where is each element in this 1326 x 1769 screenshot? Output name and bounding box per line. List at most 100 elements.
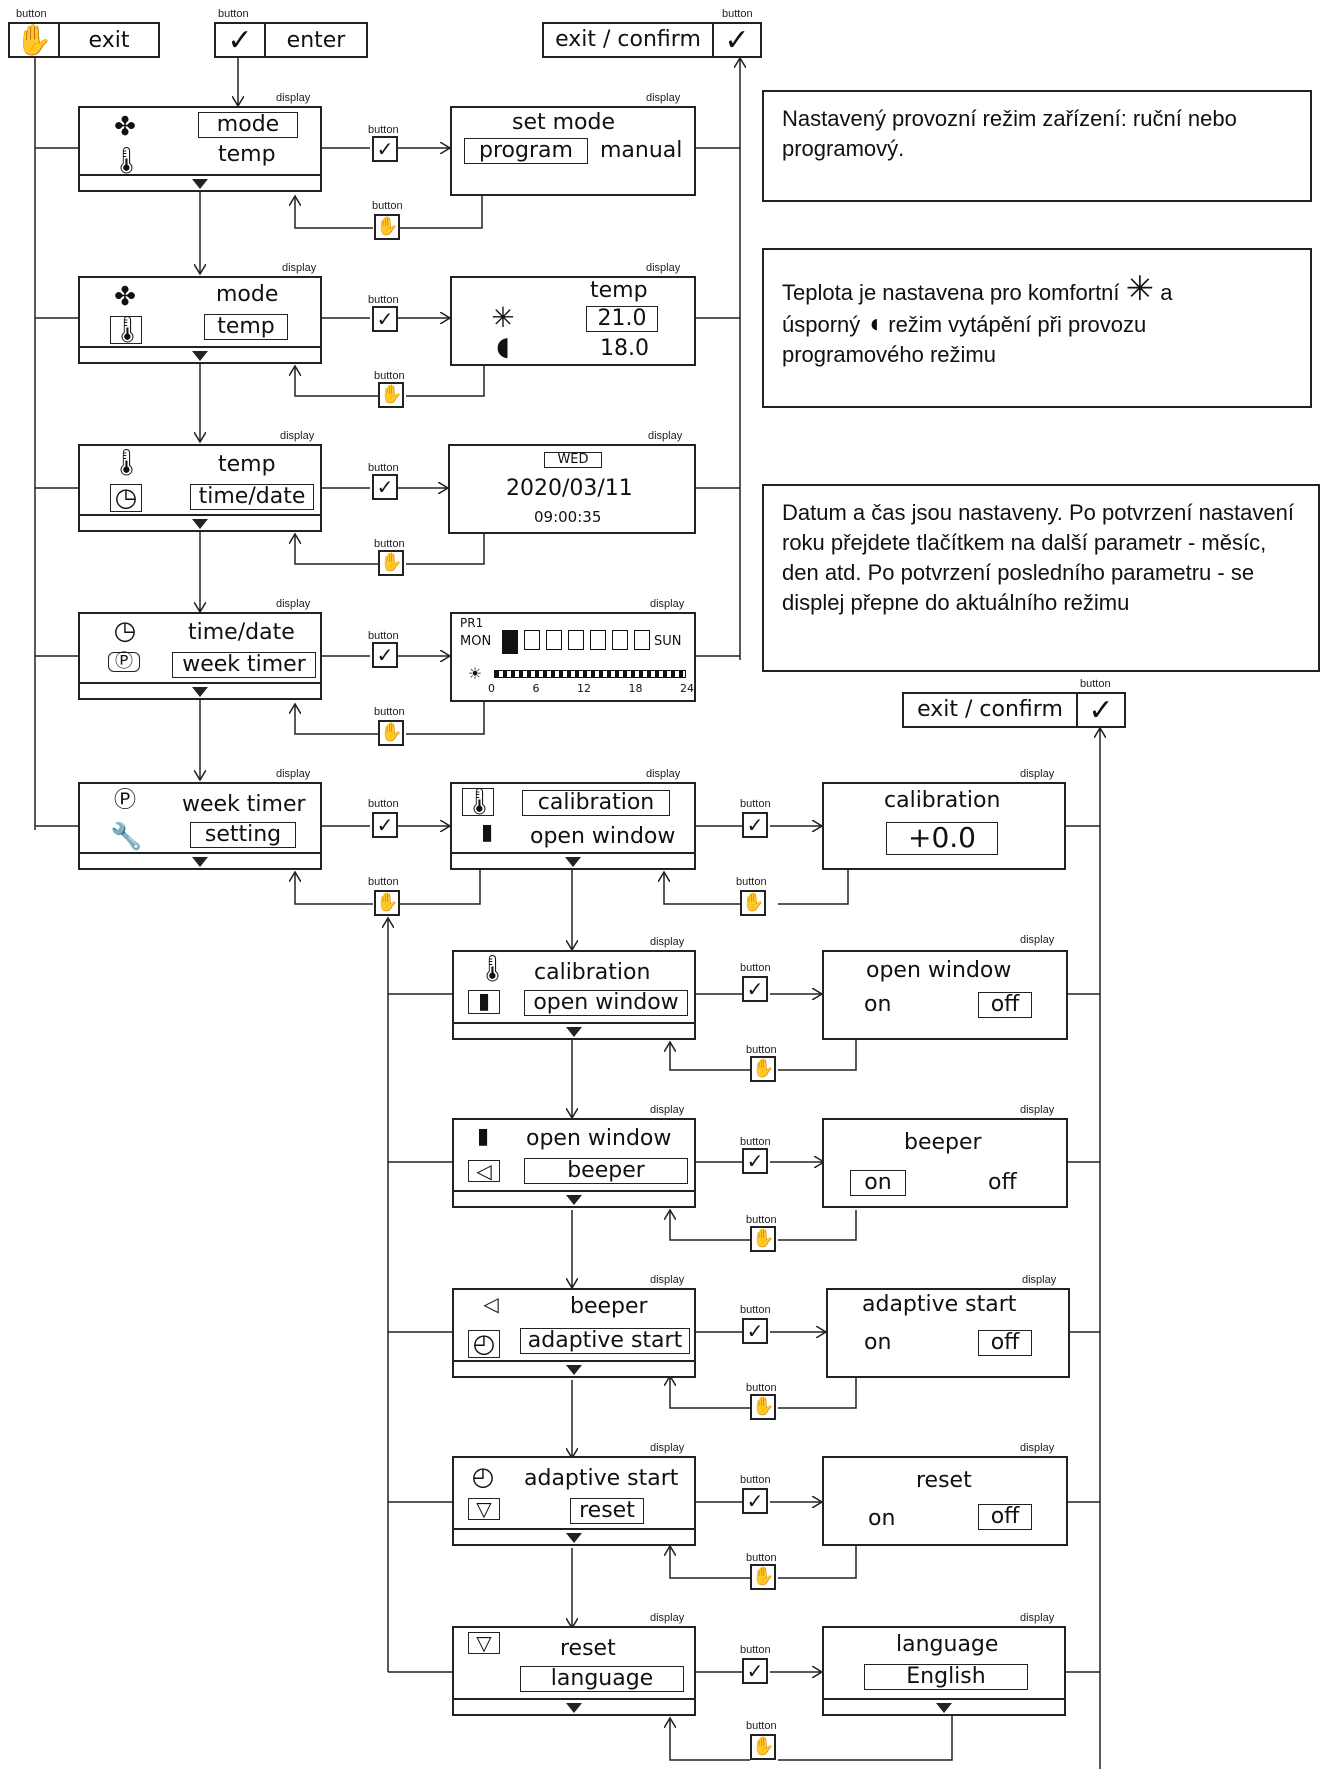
display-calibration-value: calibration +0.0 bbox=[822, 782, 1066, 870]
menu-item: beeper bbox=[570, 1294, 648, 1319]
hand-icon[interactable]: ✋ bbox=[378, 720, 404, 746]
adaptive-clock-icon: ◴ bbox=[468, 1330, 500, 1358]
hand-icon[interactable]: ✋ bbox=[750, 1734, 776, 1760]
menu-item-selected: open window bbox=[524, 990, 688, 1017]
option-title: reset bbox=[916, 1468, 972, 1493]
display-bar bbox=[454, 1022, 694, 1038]
display-date: WED 2020/03/11 09:00:35 bbox=[448, 444, 696, 534]
option-title: beeper bbox=[904, 1130, 982, 1155]
display-caption: display bbox=[648, 430, 683, 442]
hand-icon[interactable]: ✋ bbox=[374, 890, 400, 916]
thermometer-icon: 🌡 bbox=[462, 787, 497, 817]
date-day: WED bbox=[544, 452, 602, 469]
hand-icon[interactable]: ✋ bbox=[750, 1056, 776, 1082]
note-temp-text: režim vytápění při provozu programového … bbox=[782, 312, 1147, 367]
button-caption: button bbox=[368, 798, 399, 810]
button-caption: button bbox=[722, 8, 753, 20]
time-value: 09:00:35 bbox=[534, 508, 602, 526]
display-caption: display bbox=[280, 430, 315, 442]
display-bar bbox=[80, 174, 320, 190]
menu-item: open window bbox=[526, 1126, 672, 1151]
hand-icon[interactable]: ✋ bbox=[750, 1564, 776, 1590]
thermometer-icon: 🌡 bbox=[476, 954, 510, 984]
hand-icon[interactable]: ✋ bbox=[378, 382, 404, 408]
hand-icon[interactable]: ✋ bbox=[378, 550, 404, 576]
button-caption: button bbox=[368, 124, 399, 136]
menu-item-selected: week timer bbox=[172, 652, 316, 679]
button-caption: button bbox=[372, 200, 403, 212]
hour-ticks: 0 6 12 18 24 bbox=[488, 682, 694, 695]
note-temp-text: Teplota je nastavena pro komfortní bbox=[782, 280, 1120, 305]
display-bar bbox=[454, 1528, 694, 1544]
menu-item-selected: reset bbox=[570, 1498, 644, 1525]
display-caption: display bbox=[1020, 934, 1055, 946]
display-menu-weektimer: ◷ Ⓟ time/date week timer bbox=[78, 612, 322, 700]
option-title: adaptive start bbox=[862, 1292, 1017, 1317]
hand-icon[interactable]: ✋ bbox=[750, 1394, 776, 1420]
hand-icon[interactable]: ✋ bbox=[750, 1226, 776, 1252]
check-icon: ✓ bbox=[724, 22, 750, 58]
menu-item: temp bbox=[218, 142, 276, 167]
option-off-selected: off bbox=[978, 1330, 1032, 1357]
menu-item: adaptive start bbox=[524, 1466, 679, 1491]
check-icon[interactable]: ✓ bbox=[742, 1658, 768, 1684]
check-icon[interactable]: ✓ bbox=[742, 1318, 768, 1344]
check-icon: ✓ bbox=[216, 23, 266, 58]
display-caption: display bbox=[646, 92, 681, 104]
moon-icon: ◖ bbox=[866, 308, 883, 338]
check-icon[interactable]: ✓ bbox=[372, 136, 398, 162]
down-arrow-icon bbox=[192, 351, 208, 361]
thermometer-icon: 🌡 bbox=[110, 448, 144, 478]
temp-comfort: 21.0 bbox=[586, 306, 658, 333]
note-temp: Teplota je nastavena pro komfortní ✳ a ú… bbox=[762, 248, 1312, 408]
display-menu-timedate: 🌡 ◷ temp time/date bbox=[78, 444, 322, 532]
check-icon[interactable]: ✓ bbox=[372, 812, 398, 838]
set-mode-program: program bbox=[464, 138, 588, 165]
display-settings-reset: ◴ adaptive start ▽ reset bbox=[452, 1456, 696, 1546]
display-menu-mode: ✤ 🌡 mode temp bbox=[78, 106, 322, 192]
hour-bars bbox=[494, 670, 686, 678]
display-bar bbox=[454, 1698, 694, 1714]
check-icon[interactable]: ✓ bbox=[742, 812, 768, 838]
enter-button[interactable]: ✓ enter bbox=[214, 22, 368, 58]
display-beeper-value: beeper on off bbox=[822, 1118, 1068, 1208]
button-caption: button bbox=[746, 1720, 777, 1732]
button-caption: button bbox=[218, 8, 249, 20]
week-mon: MON bbox=[460, 634, 492, 649]
check-icon[interactable]: ✓ bbox=[742, 1148, 768, 1174]
display-bar bbox=[80, 682, 320, 698]
display-caption: display bbox=[276, 92, 311, 104]
display-caption: display bbox=[282, 262, 317, 274]
check-icon[interactable]: ✓ bbox=[372, 642, 398, 668]
exit-confirm-button-2[interactable]: exit / confirm ✓ bbox=[902, 692, 1126, 728]
menu-item: open window bbox=[530, 824, 676, 849]
hand-icon[interactable]: ✋ bbox=[740, 890, 766, 916]
option-title: language bbox=[896, 1632, 999, 1657]
display-bar bbox=[80, 514, 320, 530]
down-arrow-icon bbox=[192, 857, 208, 867]
program-icon: Ⓟ bbox=[113, 788, 136, 813]
check-icon[interactable]: ✓ bbox=[742, 1488, 768, 1514]
hand-icon: ✋ bbox=[10, 23, 60, 58]
display-settings-calibration: 🌡 calibration ▮ open window bbox=[450, 782, 696, 870]
hand-icon[interactable]: ✋ bbox=[374, 214, 400, 240]
reset-icon: ▽ bbox=[468, 1632, 500, 1654]
moon-icon: ◖ bbox=[496, 332, 510, 362]
check-icon[interactable]: ✓ bbox=[372, 474, 398, 500]
menu-item-selected: setting bbox=[190, 822, 296, 849]
option-off-selected: off bbox=[978, 1504, 1032, 1531]
clock-icon: ◷ bbox=[113, 616, 137, 646]
check-icon[interactable]: ✓ bbox=[742, 976, 768, 1002]
exit-button[interactable]: ✋ exit bbox=[8, 22, 160, 58]
button-caption: button bbox=[16, 8, 47, 20]
display-settings-beeper: ▮ open window ◁ beeper bbox=[452, 1118, 696, 1208]
calibration-title: calibration bbox=[884, 788, 1001, 813]
button-caption: button bbox=[740, 1304, 771, 1316]
exit-confirm-button[interactable]: exit / confirm ✓ bbox=[542, 22, 762, 58]
display-caption: display bbox=[650, 598, 685, 610]
check-icon[interactable]: ✓ bbox=[372, 306, 398, 332]
display-menu-setting: Ⓟ 🔧 week timer setting bbox=[78, 782, 322, 870]
display-menu-temp: ✤ 🌡 mode temp bbox=[78, 276, 322, 364]
menu-item-selected: temp bbox=[204, 314, 288, 341]
